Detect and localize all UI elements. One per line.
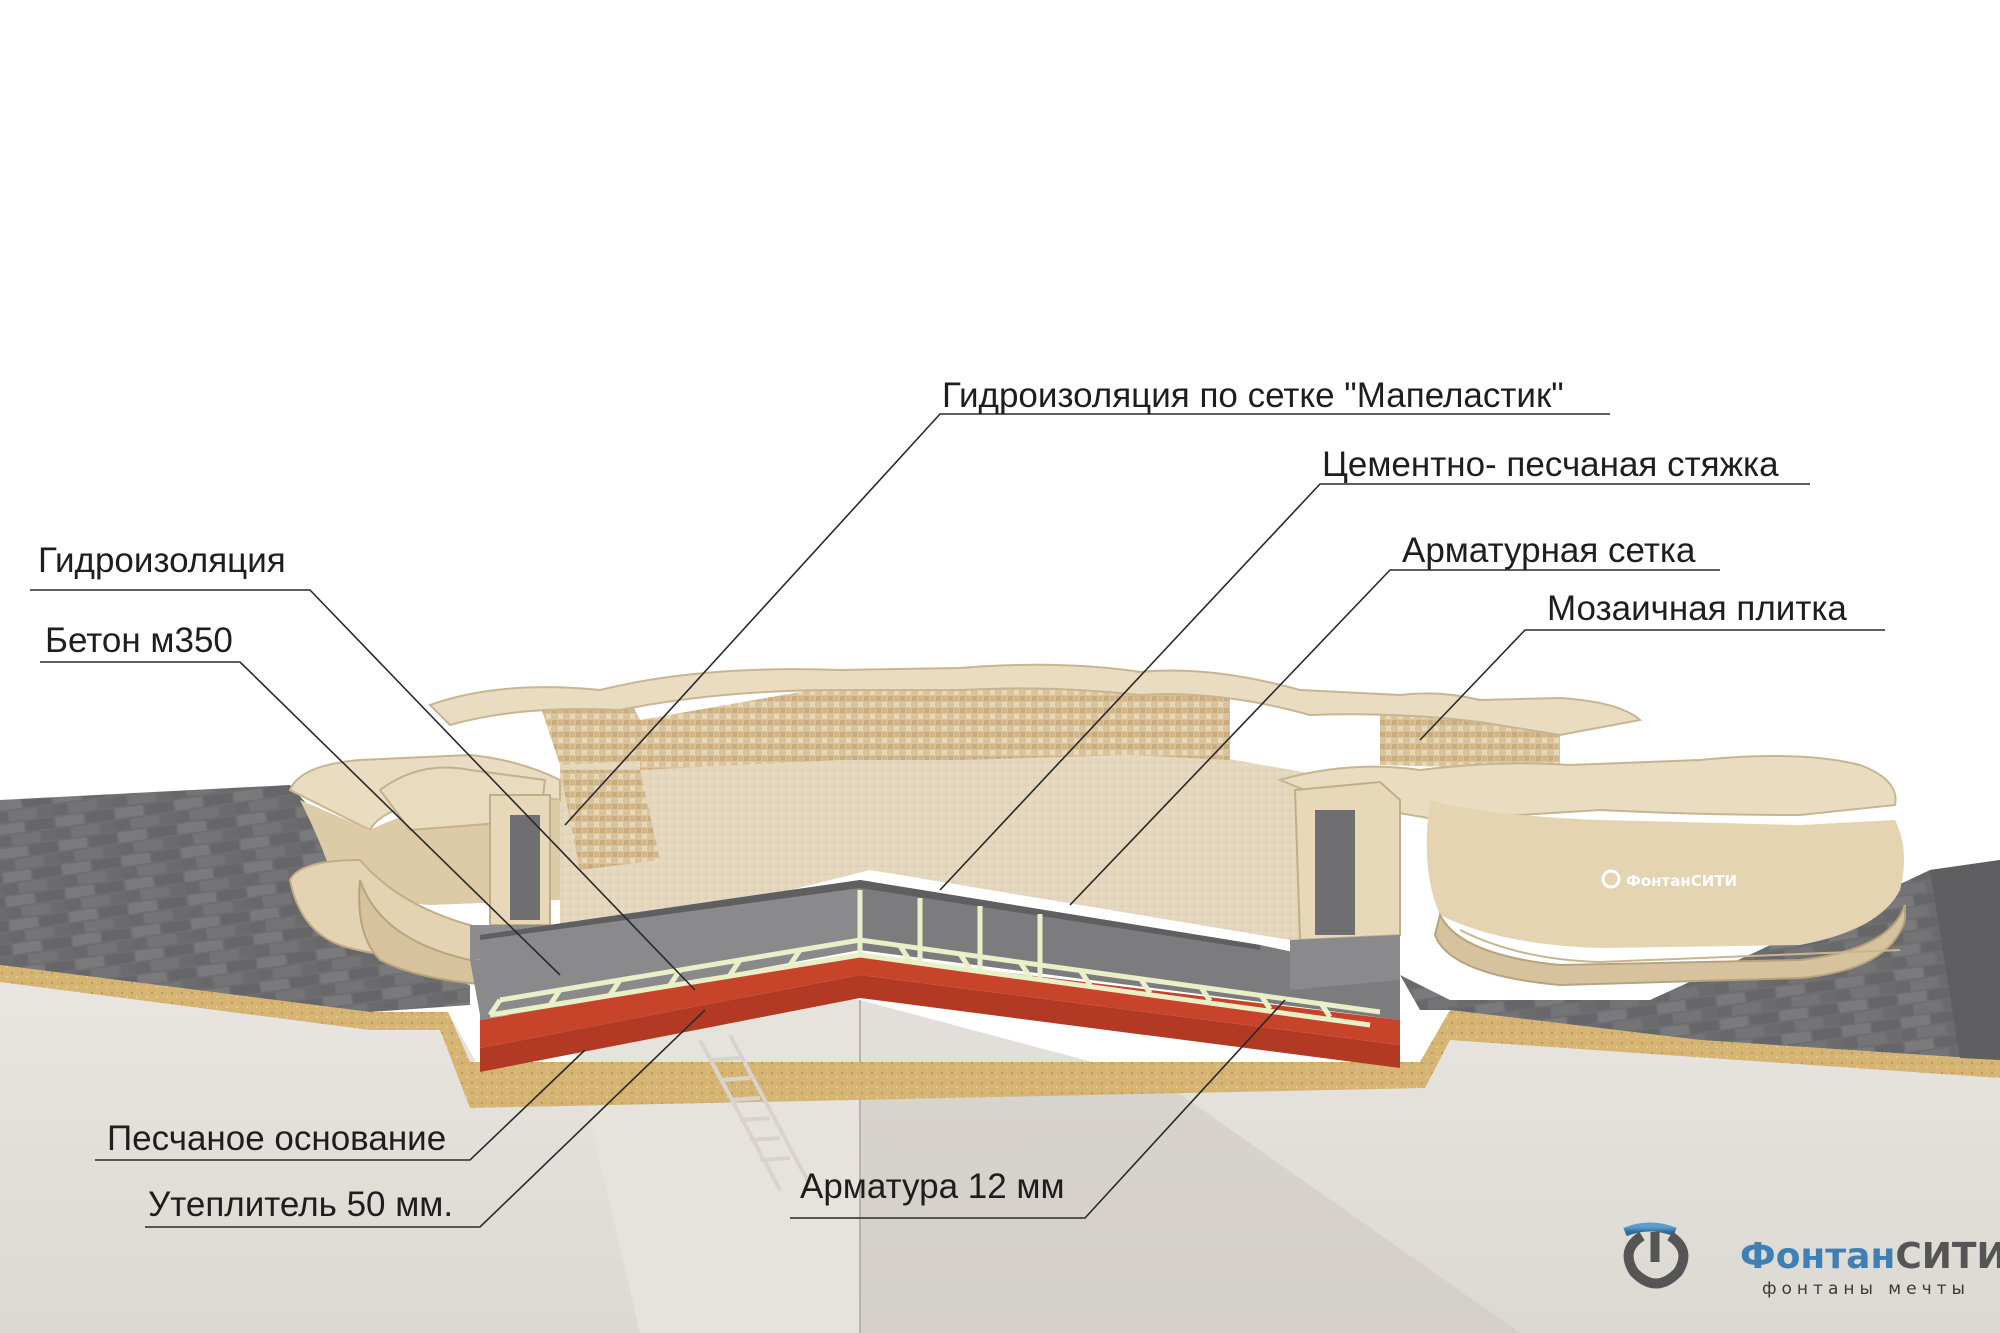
label-waterproofing: Гидроизоляция — [38, 541, 286, 580]
basin-logo-text: ФонтанСИТИ — [1626, 872, 1737, 890]
pool-floor — [560, 735, 1320, 960]
back-coping — [428, 663, 1643, 737]
label-mosaic-tile: Мозаичная плитка — [1547, 589, 1847, 628]
logo-tagline: фонтаны мечты — [1762, 1279, 1970, 1299]
leader-lines — [30, 413, 1885, 1228]
leader-concrete — [40, 661, 561, 976]
right-basin — [1276, 755, 1906, 987]
leader-rebar-mesh — [1069, 569, 1720, 906]
leader-waterproofing — [30, 589, 696, 991]
label-rebar-mesh: Арматурная сетка — [1402, 531, 1696, 570]
label-concrete: Бетон м350 — [45, 621, 233, 660]
leader-rebar-12 — [790, 999, 1286, 1219]
logo-name-part2: СИТИ — [1895, 1236, 2000, 1277]
leader-mapelastic — [564, 413, 1610, 826]
leader-cement-screed — [939, 483, 1810, 891]
leader-sand-base — [95, 1049, 586, 1161]
right-wall-section — [1290, 780, 1401, 990]
label-mapelastic: Гидроизоляция по сетке "Мапеластик" — [942, 376, 1564, 415]
label-sand-base: Песчаное основание — [107, 1119, 446, 1158]
company-logo: ФонтанСИТИ фонтаны мечты — [1623, 1222, 2000, 1299]
sand-layer — [0, 965, 2000, 1108]
rebar-mesh — [487, 890, 1381, 1028]
label-rebar-12: Арматура 12 мм — [800, 1167, 1065, 1206]
logo-icon — [1623, 1222, 1689, 1289]
svg-text:ФонтанСИТИ: ФонтанСИТИ — [1740, 1236, 2000, 1277]
label-cement-screed: Цементно- песчаная стяжка — [1322, 445, 1779, 484]
leader-insulation — [145, 1009, 706, 1228]
rebar-vertical — [698, 1034, 812, 1191]
label-insulation: Утеплитель 50 мм. — [148, 1185, 453, 1224]
basin-logo-mark: ФонтанСИТИ — [1601, 869, 1737, 890]
logo-name-part1: Фонтан — [1740, 1236, 1895, 1277]
leader-mosaic-tile — [1419, 629, 1885, 741]
mosaic-walls — [540, 680, 1560, 870]
